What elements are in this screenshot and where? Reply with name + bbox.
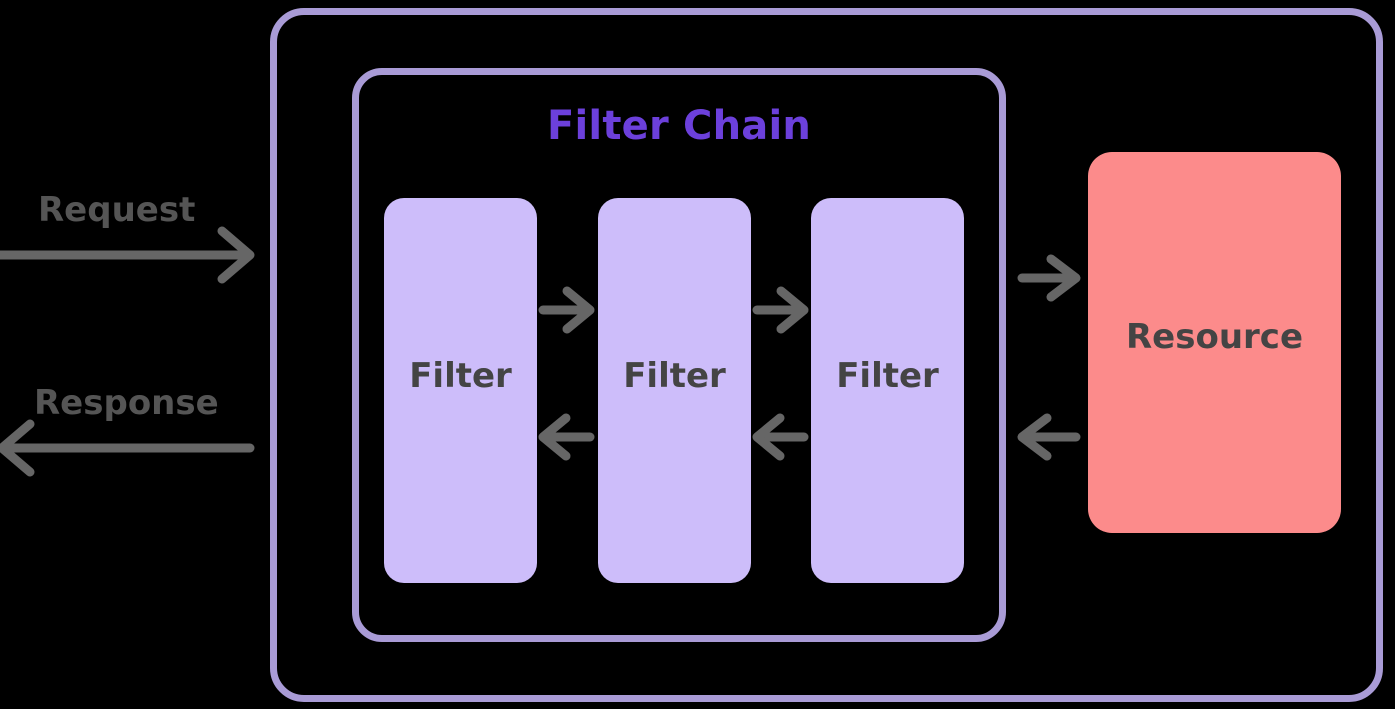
request-label: Request xyxy=(38,190,196,230)
filter-box-2[interactable]: Filter xyxy=(598,198,751,583)
gateway-container xyxy=(270,8,1383,702)
response-arrow-icon xyxy=(0,419,255,477)
resource-box[interactable]: Resource xyxy=(1088,152,1341,533)
filter-box-3[interactable]: Filter xyxy=(811,198,964,583)
filter-chain-title: Filter Chain xyxy=(546,103,812,149)
response-label: Response xyxy=(34,383,219,423)
filter-chain-panel xyxy=(352,68,1006,642)
filter-box-1-label: Filter xyxy=(409,356,512,396)
filter-box-2-label: Filter xyxy=(623,356,726,396)
resource-box-label: Resource xyxy=(1125,317,1304,357)
request-arrow-icon xyxy=(0,226,255,284)
filter-box-1[interactable]: Filter xyxy=(384,198,537,583)
filter-box-3-label: Filter xyxy=(836,356,939,396)
